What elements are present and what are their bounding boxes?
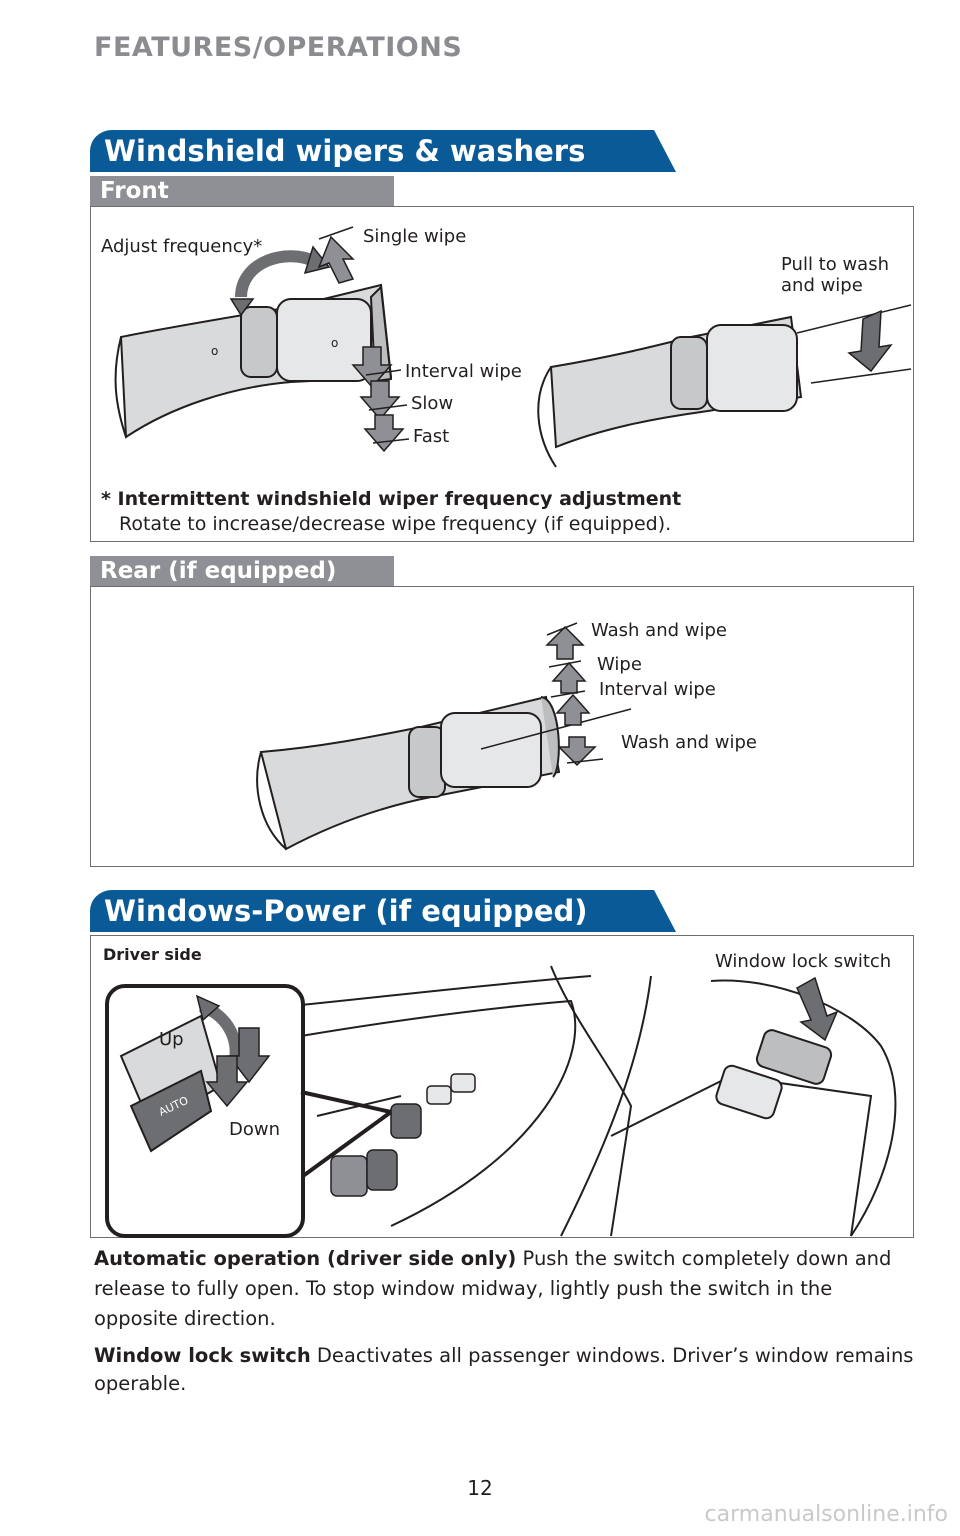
- auto-operation-title: Automatic operation (driver side only): [94, 1247, 516, 1270]
- driver-switch-cluster: [317, 1074, 475, 1196]
- svg-text:o: o: [331, 336, 338, 350]
- rear-wiper-panel: Wash and wipe Wipe Interval wipe Wash an…: [90, 586, 914, 867]
- pull-to-wash-label-line1: Pull to wash: [781, 255, 889, 276]
- front-wiper-panel: o o: [90, 206, 914, 542]
- down-label: Down: [229, 1120, 280, 1141]
- slow-label: Slow: [411, 394, 453, 415]
- svg-text:o: o: [211, 344, 218, 358]
- pull-to-wash-arrow-icon: [849, 311, 891, 371]
- rear-wash-and-wipe-top-label: Wash and wipe: [591, 621, 727, 642]
- front-subheading: Front: [90, 176, 394, 206]
- front-stalk-left: o o: [116, 285, 391, 437]
- rear-wash-and-wipe-bottom-label: Wash and wipe: [621, 733, 757, 754]
- auto-switch-zoom-inset: AUTO: [107, 986, 391, 1236]
- power-window-illustration: AUTO: [91, 936, 915, 1239]
- window-lock-switch-label: Window lock switch: [715, 952, 891, 973]
- rear-subheading: Rear (if equipped): [90, 556, 394, 586]
- frequency-note-text: Rotate to increase/decrease wipe frequen…: [119, 514, 671, 536]
- adjust-frequency-label: Adjust frequency*: [101, 237, 262, 258]
- single-wipe-arrow-icon: [319, 227, 353, 283]
- lock-switch-title: Window lock switch: [94, 1344, 311, 1367]
- rear-interval-wipe-label: Interval wipe: [599, 680, 716, 701]
- single-wipe-label: Single wipe: [363, 227, 466, 248]
- section-header: FEATURES/OPERATIONS: [94, 32, 462, 63]
- up-label: Up: [159, 1030, 184, 1051]
- lock-switch-paragraph: Window lock switch Deactivates all passe…: [94, 1342, 914, 1398]
- frequency-note-title: * Intermittent windshield wiper frequenc…: [101, 489, 681, 511]
- fast-label: Fast: [413, 427, 449, 448]
- passenger-switches: [714, 1028, 833, 1120]
- rear-wipe-label: Wipe: [597, 655, 642, 676]
- windows-panel: AUTO Driver side Window lock switch Up D…: [90, 935, 914, 1238]
- auto-operation-paragraph: Automatic operation (driver side only) P…: [94, 1244, 914, 1334]
- window-lock-pointer-arrow-icon: [797, 978, 837, 1040]
- rear-wiper-illustration: [91, 587, 915, 868]
- watermark: carmanualsonline.info: [705, 1502, 948, 1527]
- pull-to-wash-label-line2: and wipe: [781, 276, 863, 297]
- front-stalk-right: [538, 305, 911, 467]
- windows-title-banner: Windows-Power (if equipped): [90, 890, 676, 932]
- page-number: 12: [0, 1476, 960, 1500]
- wipers-title-banner: Windshield wipers & washers: [90, 130, 676, 172]
- driver-side-label: Driver side: [103, 946, 202, 964]
- interval-wipe-label: Interval wipe: [405, 362, 522, 383]
